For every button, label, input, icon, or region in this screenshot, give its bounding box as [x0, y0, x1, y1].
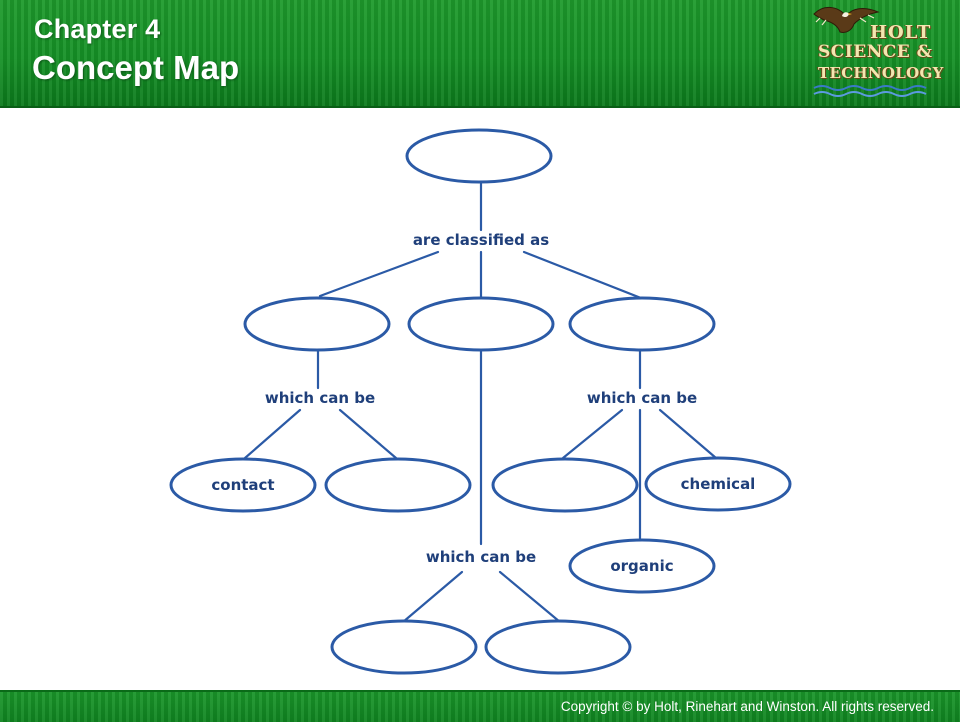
label-center-which-can-be: which can be [426, 548, 536, 566]
node-center-child-right [484, 619, 632, 675]
node-contact-label: contact [211, 476, 274, 494]
link-to-right [522, 250, 643, 300]
slide-header: Chapter 4 Concept Map HOLT SCIENCE & TEC… [0, 0, 960, 108]
node-right-child-blank [491, 457, 639, 513]
logo-line-3: TECHNOLOGY [818, 64, 944, 82]
holt-logo: HOLT SCIENCE & TECHNOLOGY [812, 2, 943, 98]
node-left [243, 296, 391, 352]
node-root [405, 128, 553, 184]
link-center-to-left [401, 570, 464, 624]
node-organic-label: organic [610, 557, 673, 575]
eagle-icon [813, 7, 880, 33]
logo-wave-decoration [813, 85, 927, 97]
node-center [407, 296, 555, 352]
link-left-to-contact [243, 408, 302, 460]
link-right-to-blank [561, 408, 624, 460]
link-left-to-blank [338, 408, 398, 460]
node-center-child-left [330, 619, 478, 675]
logo-line-1: HOLT [870, 22, 932, 43]
slide-title: Concept Map [32, 49, 240, 86]
node-organic [568, 538, 716, 594]
label-are-classified-as: are classified as [413, 231, 549, 249]
copyright-text: Copyright © by Holt, Rinehart and Winsto… [560, 699, 934, 714]
link-center-to-right [498, 570, 562, 624]
logo-line-2: SCIENCE & [818, 42, 933, 62]
link-to-left [318, 250, 440, 298]
node-right [568, 296, 716, 352]
node-contact [169, 457, 317, 513]
node-chemical-label: chemical [681, 475, 756, 493]
chapter-label: Chapter 4 [34, 14, 161, 44]
label-right-which-can-be: which can be [587, 389, 697, 407]
label-left-which-can-be: which can be [265, 389, 375, 407]
slide-footer: Copyright © by Holt, Rinehart and Winsto… [0, 690, 960, 722]
node-chemical [644, 456, 792, 512]
node-left-child-blank [324, 457, 472, 513]
link-right-to-chemical [658, 408, 718, 460]
